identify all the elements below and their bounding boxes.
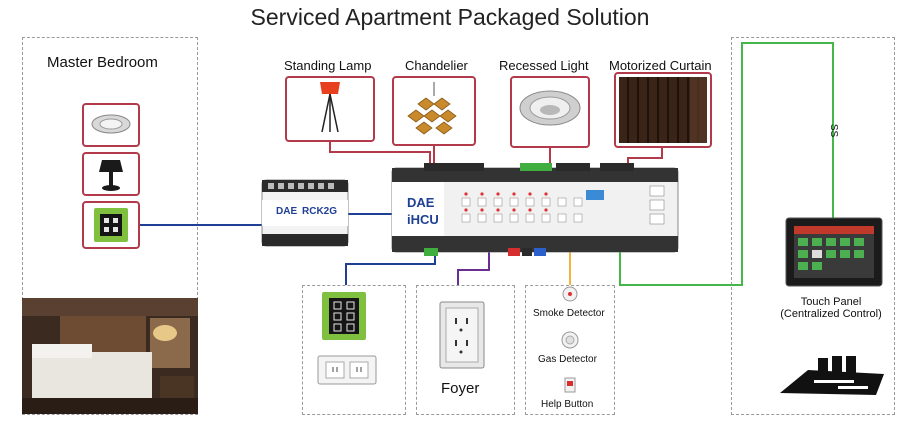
touch-panel-subtitle: (Centralized Control): [780, 308, 882, 320]
help-button-label: Help Button: [541, 399, 594, 410]
ihcu-model: iHCU: [407, 212, 439, 227]
recessed-light-frame: [510, 76, 590, 148]
diagram-title: Serviced Apartment Packaged Solution: [250, 4, 650, 30]
sensors-zone: [525, 285, 615, 415]
foyer-label: Foyer: [441, 380, 480, 397]
rck-brand: DAE: [276, 206, 298, 217]
foyer-zone: [416, 285, 515, 415]
bedroom-downlight-frame: [82, 103, 140, 147]
ihcu-brand: DAE: [407, 195, 435, 210]
bedside-switches-zone: [302, 285, 406, 415]
touch-panel-label: Touch Panel (Centralized Control): [761, 296, 900, 320]
bedroom-keypad-frame: [82, 201, 140, 249]
master-bedroom-label: Master Bedroom: [47, 54, 158, 71]
standing-lamp-label: Standing Lamp: [284, 58, 372, 73]
touch-panel-title: Touch Panel: [800, 296, 862, 308]
bedroom-lamp-frame: [82, 152, 140, 196]
rck-module: [261, 179, 349, 247]
motorized-curtain-label: Motorized Curtain: [609, 58, 712, 73]
standing-lamp-frame: [285, 76, 375, 142]
brand-mark: [780, 356, 884, 395]
bedroom-photo: [22, 298, 198, 414]
rck-model: RCK2G: [302, 206, 338, 217]
touch-panel-device: [785, 217, 883, 287]
chandelier-frame: [392, 76, 476, 146]
bus-tag: SS: [828, 123, 840, 138]
gas-detector-label: Gas Detector: [538, 354, 597, 365]
smoke-detector-label: Smoke Detector: [533, 308, 605, 319]
ihcu-controller: [391, 163, 679, 256]
touch-panel-zone: [731, 37, 895, 415]
recessed-light-label: Recessed Light: [499, 58, 589, 73]
curtain-frame: [614, 72, 712, 148]
chandelier-label: Chandelier: [405, 58, 468, 73]
